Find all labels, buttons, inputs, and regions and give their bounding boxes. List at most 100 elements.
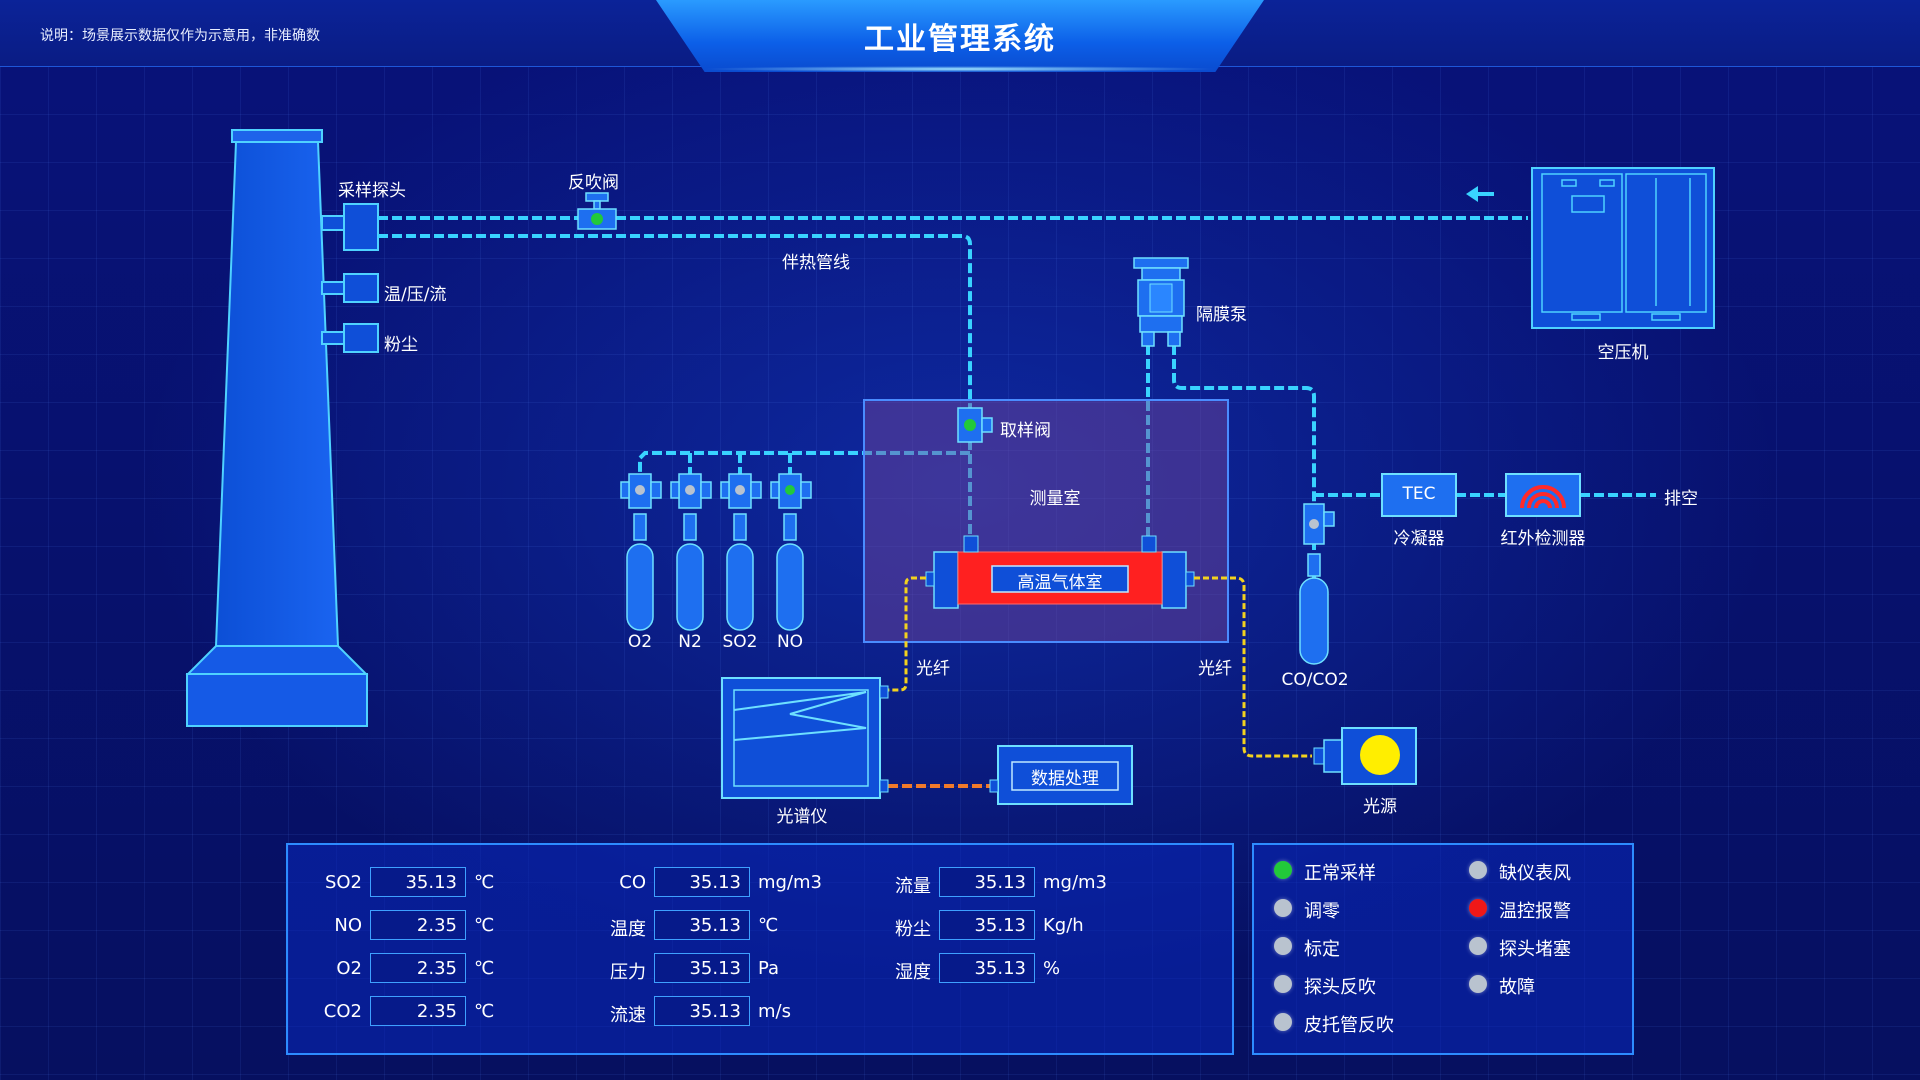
co-co2-cylinder[interactable] [1299,503,1335,665]
label-hot-gas-cell: 高温气体室 [1017,573,1103,593]
label-light-source: 光源 [1363,797,1397,817]
label-diaphragm-pump: 隔膜泵 [1196,305,1247,325]
status-indicator-icon [1469,861,1487,879]
status-indicator-icon [1274,861,1292,879]
heat-trace-pipe [378,234,972,420]
chimney [185,129,369,727]
reading-value-field[interactable]: 35.13 [370,867,466,897]
reading-value-field[interactable]: 35.13 [654,953,750,983]
status-indicator-icon [1274,1013,1292,1031]
reading-row: O2 2.35 ℃ [302,953,582,985]
status-label: 皮托管反吹 [1304,1015,1394,1036]
dust-sensor[interactable] [321,323,379,353]
reading-unit: mg/m3 [1043,872,1108,893]
pipelines [378,216,1656,580]
air-compressor[interactable] [1531,167,1715,329]
label-tec: TEC [1402,484,1436,504]
reading-row: 流量 35.13 mg/m3 [871,867,1151,899]
optical-fibers [888,576,1312,758]
reading-label: SO2 [324,872,362,893]
spectrometer[interactable] [721,677,889,799]
status-label: 故障 [1499,977,1535,998]
reading-unit: ℃ [758,915,779,936]
status-label: 缺仪表风 [1499,863,1571,884]
label-air-compressor: 空压机 [1597,343,1649,363]
page-title: 工业管理系统 [864,22,1056,57]
reading-unit: ℃ [474,1001,495,1022]
label-temp-pressure-flow: 温/压/流 [384,285,447,305]
reading-unit: m/s [758,1001,791,1022]
light-bulb-icon [1360,735,1400,775]
label-cylinder-o2: O2 [627,632,653,652]
disclaimer-note: 说明：场景展示数据仅作为示意用，非准确数 [40,28,320,44]
status-label: 温控报警 [1499,901,1571,922]
fiber-right [1194,576,1312,758]
reading-label: 温度 [610,919,646,940]
ir-detector[interactable] [1505,473,1581,517]
status-label: 正常采样 [1304,863,1376,884]
status-indicator-icon [1274,975,1292,993]
label-fiber-right: 光纤 [1198,659,1232,679]
reading-unit: mg/m3 [758,872,823,893]
reading-unit: Kg/h [1043,915,1084,936]
reading-value-field[interactable]: 35.13 [939,910,1035,940]
status-indicator-icon [1274,937,1292,955]
status-label: 调零 [1304,901,1340,922]
reading-unit: ℃ [474,958,495,979]
reading-value-field[interactable]: 35.13 [939,867,1035,897]
label-sampling-probe: 采样探头 [338,181,406,201]
data-processing-unit[interactable] [989,745,1133,805]
status-indicator-icon [1469,899,1487,917]
reading-value-field[interactable]: 2.35 [370,910,466,940]
label-data-processing: 数据处理 [1031,769,1099,789]
status-label: 标定 [1304,939,1340,960]
reading-label: 湿度 [895,962,931,983]
label-blowback-valve: 反吹阀 [568,173,619,193]
label-condenser: 冷凝器 [1393,529,1445,549]
sampling-valve[interactable] [957,407,993,443]
label-ir-detector: 红外检测器 [1500,529,1586,549]
reading-row: 温度 35.13 ℃ [586,910,866,942]
temp-pressure-flow-sensor[interactable] [321,273,379,303]
cylinder-o2[interactable] [620,473,662,631]
title-glow [700,66,1220,72]
sampling-probe[interactable] [321,203,379,251]
label-co-co2: CO/CO2 [1281,670,1349,690]
status-legend-panel: 正常采样调零标定探头反吹皮托管反吹缺仪表风温控报警探头堵塞故障 [1252,843,1634,1055]
label-heat-trace-line: 伴热管线 [782,253,850,273]
hot-gas-cell[interactable] [925,535,1195,609]
reading-value-field[interactable]: 2.35 [370,953,466,983]
label-measurement-room: 测量室 [1029,489,1081,509]
label-spectrometer: 光谱仪 [776,807,828,827]
reading-row: CO 35.13 mg/m3 [586,867,866,899]
blowback-valve[interactable] [577,192,617,230]
status-indicator-icon [1469,937,1487,955]
reading-label: NO [334,915,362,936]
label-fiber-left: 光纤 [916,659,950,679]
reading-value-field[interactable]: 35.13 [939,953,1035,983]
reading-value-field[interactable]: 35.13 [654,867,750,897]
pump-outlet-pipe [1172,345,1316,510]
reading-value-field[interactable]: 35.13 [654,996,750,1026]
cylinder-n2[interactable] [670,473,712,631]
reading-label: 流量 [895,876,931,897]
reading-label: CO [619,872,646,893]
cylinder-no[interactable] [770,473,812,631]
reading-value-field[interactable]: 35.13 [654,910,750,940]
calibration-manifold [638,451,970,478]
label-cylinder-no: NO [776,632,804,652]
reading-label: O2 [336,958,362,979]
tec-condenser[interactable] [1381,473,1457,517]
reading-label: CO2 [323,1001,362,1022]
fiber-left [888,576,926,692]
diaphragm-pump[interactable] [1133,257,1189,347]
reading-value-field[interactable]: 2.35 [370,996,466,1026]
cylinder-so2[interactable] [720,473,762,631]
light-source[interactable] [1313,727,1417,785]
